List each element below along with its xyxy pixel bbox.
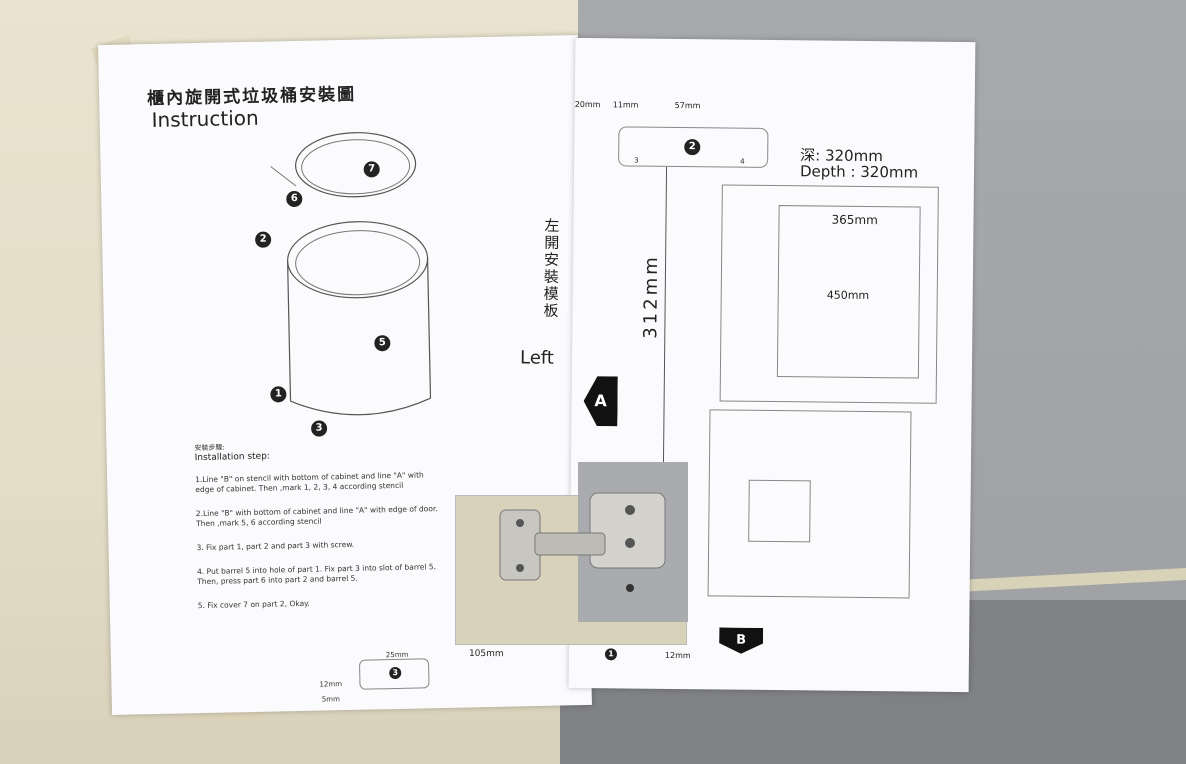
dim-312mm: 312mm [640,254,663,339]
dim-12mm: 12mm [319,680,343,689]
steps-heading-chinese: 安裝步驟: [194,443,225,453]
hinge-icon [499,492,666,592]
instruction-sheet-left: 櫃內旋開式垃圾桶安裝圖 Instruction 7 6 2 5 1 3 安裝步驟… [98,35,592,715]
title-chinese: 櫃內旋開式垃圾桶安裝圖 [146,84,357,110]
vertical-label-chinese: 左開安裝模板 [541,217,561,320]
left-label: Left [519,347,555,369]
step-5: 5. Fix cover 7 on part 2, Okay. [197,598,310,611]
step-4: 4. Put barrel 5 into hole of part 1. Fix… [196,562,437,587]
depth-english: Depth : 320mm [799,162,919,182]
part-number-2-template: 2 [684,139,701,156]
mark-3: 3 [634,156,639,165]
dim-105mm: 105mm [468,648,504,660]
dim-450mm: 450mm [826,288,870,303]
dim-365mm: 365mm [831,212,878,228]
door-diagram-inner [748,479,811,543]
part-number-3: 3 [310,420,328,437]
title-english: Instruction [151,105,259,132]
steps-heading: Installation step: [194,451,271,464]
steps-list: 1.Line "B" on stencil with bottom of cab… [195,470,443,611]
arrow-a-icon: A [583,376,618,426]
trash-can-diagram [270,132,432,416]
step-2: 2.Line "B" with bottom of cabinet and li… [195,504,438,529]
dim-12mm-right: 12mm [664,650,691,661]
step-1: 1.Line "B" on stencil with bottom of cab… [195,470,424,495]
arrow-b-icon: B [719,627,763,653]
vertical-guide-line [662,166,668,497]
mark-4: 4 [740,157,745,166]
dim-20mm: 20mm [574,99,601,110]
dim-11mm: 11mm [612,100,639,110]
dim-57mm: 57mm [674,100,701,111]
dim-5mm: 5mm [321,695,340,704]
dim-25mm: 25mm [385,650,409,660]
part-number-1-template: 1 [604,648,618,661]
step-3: 3. Fix part 1, part 2 and part 3 with sc… [196,539,355,553]
